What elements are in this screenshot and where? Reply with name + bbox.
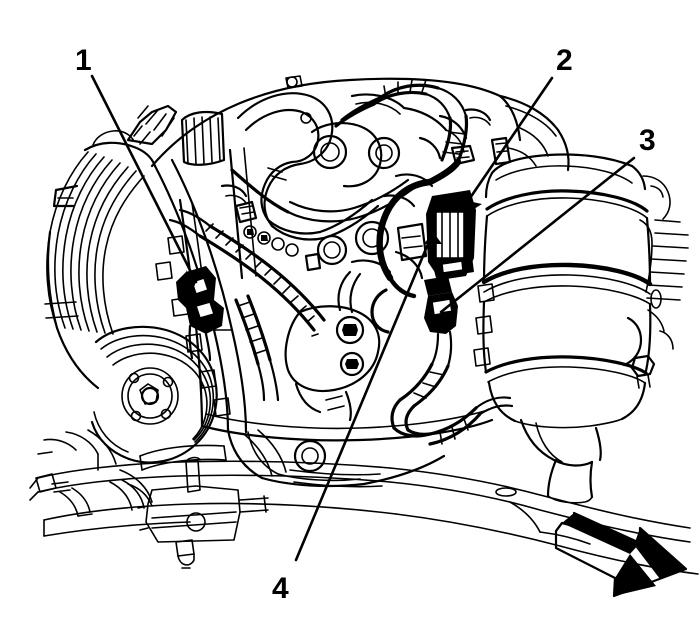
connector-upper — [424, 190, 476, 296]
center-lower-casting — [284, 305, 381, 422]
engine-mount-bracket — [119, 444, 269, 569]
leader-line-2 — [466, 76, 554, 214]
callout-number-1: 1 — [75, 44, 92, 77]
direction-arrow-icon — [554, 511, 688, 598]
lower-hose-left — [234, 294, 280, 402]
wiring-harness — [168, 208, 326, 332]
subframe-detail — [37, 429, 383, 488]
harness-loop — [334, 79, 469, 334]
oil-filter-canister — [481, 153, 653, 429]
callout-number-2: 2 — [556, 44, 573, 77]
exhaust-pipe — [519, 418, 602, 504]
serpentine-belt — [44, 130, 157, 390]
engine-top-edge — [498, 94, 570, 172]
leader-line-1 — [90, 74, 198, 292]
callout-number-3: 3 — [639, 124, 656, 157]
connector-left — [176, 266, 224, 362]
block-fastener-detail — [155, 108, 512, 417]
callout-number-4: 4 — [272, 572, 289, 605]
leader-line-4 — [294, 230, 442, 562]
leader-line-3 — [439, 156, 636, 324]
oil-pan — [200, 409, 494, 488]
canister-mount-bracket — [622, 175, 689, 389]
